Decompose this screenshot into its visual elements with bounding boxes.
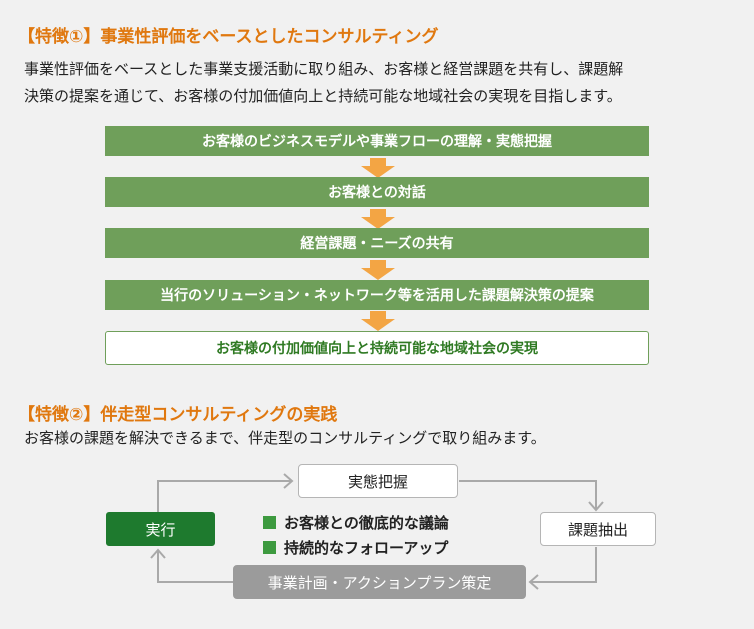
feature1-heading: 【特徴①】事業性評価をベースとしたコンサルティング [18,27,439,47]
feature2-heading: 【特徴②】伴走型コンサルティングの実践 [18,405,338,425]
arrowhead-up-icon [150,548,166,559]
down-arrow-icon [361,158,395,178]
flow-step-3: 経営課題・ニーズの共有 [105,228,649,258]
flow-step-2: お客様との対話 [105,177,649,207]
arrowhead-right-icon [283,473,294,489]
feature2-description: お客様の課題を解決できるまで、伴走型のコンサルティングで取り組みます。 [24,429,546,447]
flow-step-1: お客様のビジネスモデルや事業フローの理解・実態把握 [105,126,649,156]
cycle-step-planning: 事業計画・アクションプラン策定 [233,565,526,599]
down-arrow-icon [361,311,395,331]
bullet-text: お客様との徹底的な議論 [284,514,449,532]
down-arrow-icon [361,260,395,280]
cycle-step-assessment: 実態把握 [298,464,458,498]
cycle-step-execution: 実行 [106,512,215,546]
cycle-step-issue-extraction: 課題抽出 [540,512,656,546]
bullet-text: 持続的なフォローアップ [284,539,449,557]
green-square-bullet-icon [263,541,276,554]
arrowhead-left-icon [528,574,539,590]
flow-step-4: 当行のソリューション・ネットワーク等を活用した課題解決策の提案 [105,280,649,310]
flow-result: お客様の付加価値向上と持続可能な地域社会の実現 [105,331,649,365]
green-square-bullet-icon [263,516,276,529]
feature1-description-line2: 決策の提案を通じて、お客様の付加価値向上と持続可能な地域社会の実現を目指します。 [24,87,622,105]
down-arrow-icon [361,209,395,229]
arrowhead-down-icon [588,501,604,512]
feature1-description-line1: 事業性評価をベースとした事業支援活動に取り組み、お客様と経営課題を共有し、課題解 [24,60,624,78]
bullet-item: お客様との徹底的な議論 [263,512,449,533]
bullet-item: 持続的なフォローアップ [263,537,448,558]
